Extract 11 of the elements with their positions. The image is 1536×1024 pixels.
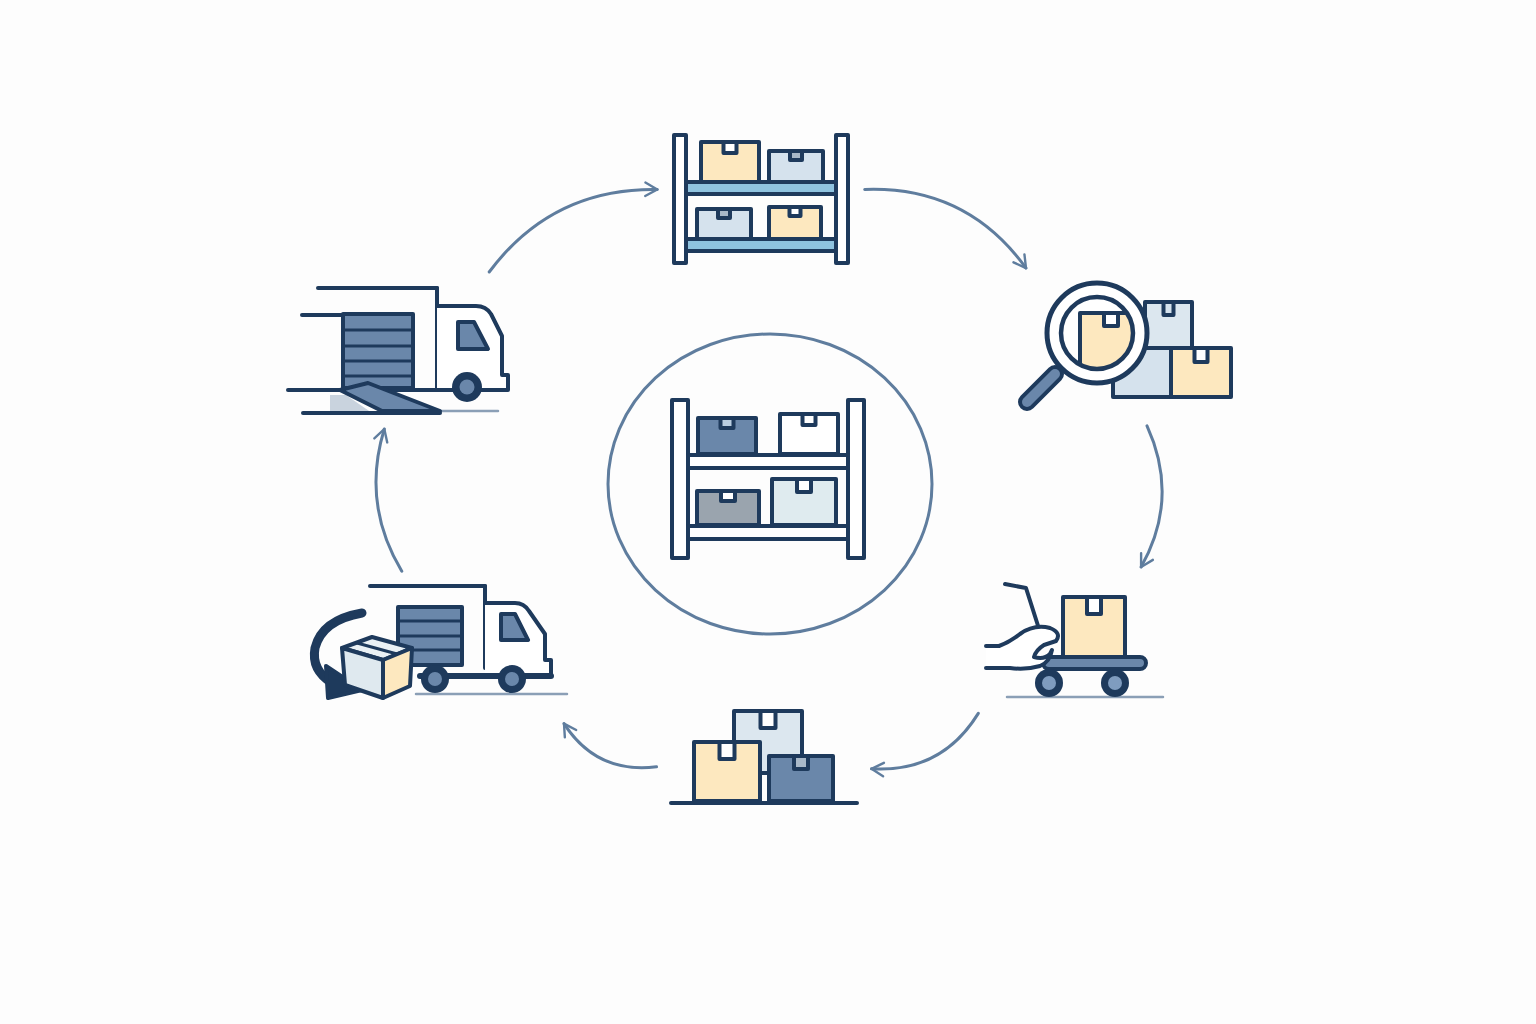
arrow: [1139, 424, 1164, 569]
arrow: [562, 722, 658, 770]
arrow: [870, 711, 980, 778]
shelf-boxes-icon: [669, 397, 867, 561]
box-stack-icon: [668, 708, 860, 806]
arrow: [487, 181, 659, 274]
shelf-boxes-icon: [670, 131, 852, 267]
circle-frame: [606, 332, 934, 636]
truck-ramp-icon: [284, 284, 512, 417]
arrow: [373, 427, 404, 573]
arrow: [863, 187, 1028, 270]
